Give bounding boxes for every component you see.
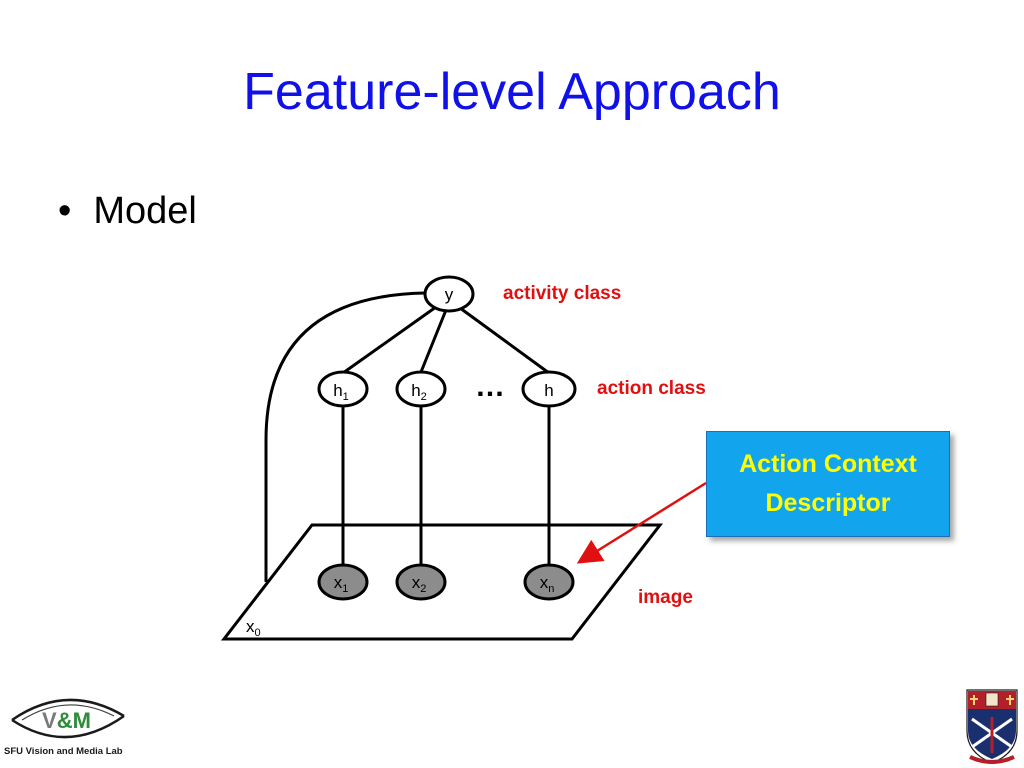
node-h2: h2 [395, 370, 447, 408]
node-x1-subscript: 1 [342, 583, 348, 595]
node-x1: x1 [317, 563, 369, 601]
node-hn-label: h [544, 381, 553, 400]
x0-subscript: 0 [255, 627, 261, 639]
edge-y-hn [459, 306, 550, 375]
svg-text:h2: h2 [411, 381, 427, 403]
annotation-action-class: action class [597, 378, 706, 399]
callout-text: Action Context Descriptor [739, 450, 917, 517]
svg-text:h1: h1 [333, 381, 349, 403]
node-x1-label: x [334, 573, 343, 592]
node-x2-subscript: 2 [420, 583, 426, 595]
vm-eye-logo-icon: V&M [11, 698, 125, 739]
lab-logo: V&M SFU Vision and Media Lab [4, 690, 136, 766]
lab-logo-letters: V&M [42, 708, 91, 733]
node-h1-label: h [333, 381, 342, 400]
svg-text:x2: x2 [412, 573, 427, 595]
svg-text:x1: x1 [334, 573, 349, 595]
svg-text:xn: xn [540, 573, 555, 595]
node-y: y [423, 275, 475, 313]
annotation-activity-class: activity class [503, 283, 621, 304]
node-h2-subscript: 2 [421, 391, 427, 403]
node-y-label: y [445, 285, 454, 304]
x0-letter: x [246, 617, 255, 636]
edge-y-h1 [342, 305, 437, 375]
node-hn: h [521, 370, 577, 408]
ellipsis-dots: … [475, 370, 505, 403]
annotation-image: image [638, 587, 693, 608]
node-h1-subscript: 1 [343, 391, 349, 403]
bullet-text: Model [93, 190, 197, 232]
node-xn: xn [523, 563, 575, 601]
node-h2-label: h [411, 381, 420, 400]
node-xn-subscript: n [548, 583, 554, 595]
action-context-descriptor-callout: Action Context Descriptor [706, 431, 950, 537]
edge-y-h2 [419, 309, 448, 373]
node-xn-label: x [540, 573, 549, 592]
bullet-dot: • [58, 190, 72, 232]
x0-label: x0 [246, 617, 261, 639]
edge-x0-y [264, 291, 426, 582]
bullet-item: • Model [58, 190, 197, 233]
university-crest-icon [966, 689, 1018, 764]
node-h1: h1 [317, 370, 369, 408]
lab-name: SFU Vision and Media Lab [4, 746, 123, 757]
node-x2-label: x [412, 573, 421, 592]
slide-title: Feature-level Approach [243, 63, 781, 121]
node-x2: x2 [395, 563, 447, 601]
callout-arrow [576, 481, 707, 564]
